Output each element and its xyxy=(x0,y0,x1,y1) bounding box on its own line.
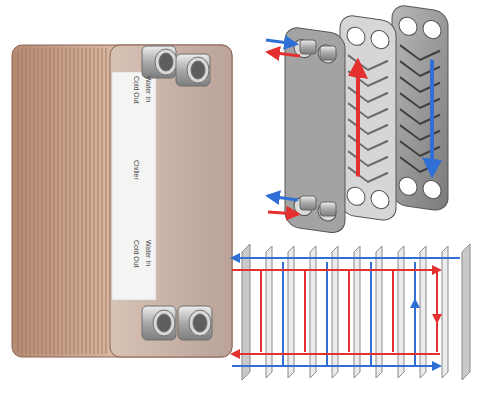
plate-label: Water In xyxy=(145,76,152,102)
plate-label: Chiller xyxy=(133,160,140,180)
plate-label: Cold Out xyxy=(133,76,140,104)
exploded-plates xyxy=(266,4,448,234)
plate-label: Water In xyxy=(145,240,152,266)
flow-schematic xyxy=(232,244,470,380)
brazed-plate-body xyxy=(12,45,232,357)
plate-label: Cold Out xyxy=(133,240,140,268)
